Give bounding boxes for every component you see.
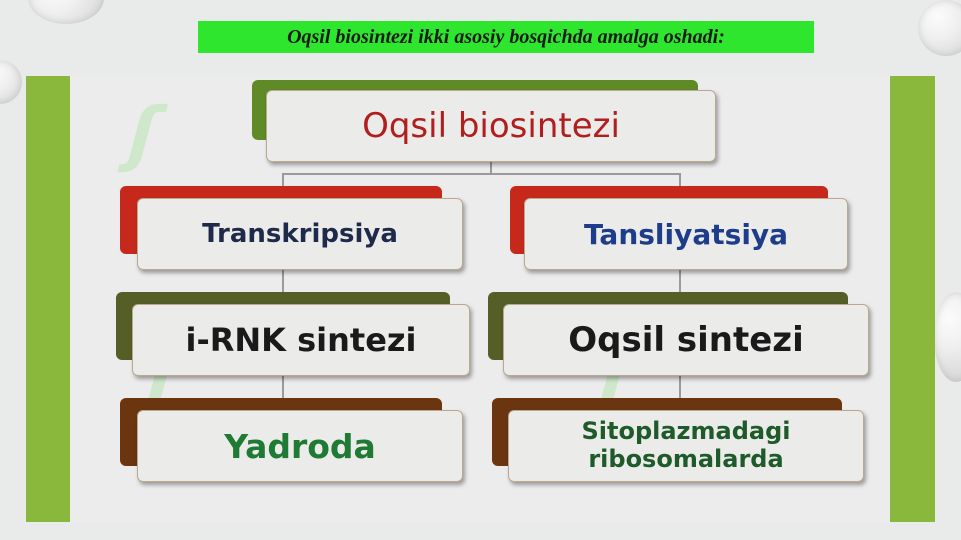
left-location-label: Yadroda [224,426,376,466]
right-stage-node: Tansliyatsiya [524,198,848,270]
root-node: Oqsil biosintezi [266,90,716,162]
connector-right-stage-process [679,268,681,294]
left-process-node: i-RNK sintezi [132,304,470,376]
right-location-label: Sitoplazmadagi ribosomalarda [581,417,791,473]
connector-root-down [490,162,492,174]
root-node-label: Oqsil biosintezi [362,106,620,146]
left-location-node: Yadroda [137,410,463,482]
connector-right-down [679,173,681,189]
right-location-node: Sitoplazmadagi ribosomalarda [508,410,864,482]
decorative-bubble [918,0,961,56]
decorative-bubble [28,0,104,24]
right-stage-label: Tansliyatsiya [583,217,789,251]
right-process-label: Oqsil sintezi [568,320,804,360]
decorative-bubble [934,292,961,382]
header-banner: Oqsil biosintezi ikki asosiy bosqichda a… [198,21,814,53]
decorative-bubble [0,60,22,104]
connector-left-process-location [282,374,284,402]
left-stage-label: Transkripsiya [202,219,398,249]
header-text: Oqsil biosintezi ikki asosiy bosqichda a… [287,26,725,48]
connector-horizontal [282,173,680,175]
left-process-label: i-RNK sintezi [185,321,417,359]
connector-left-stage-process [282,268,284,294]
connector-right-process-location [679,374,681,402]
connector-left-down [282,173,284,189]
left-stage-node: Transkripsiya [137,198,463,270]
right-process-node: Oqsil sintezi [503,304,869,376]
